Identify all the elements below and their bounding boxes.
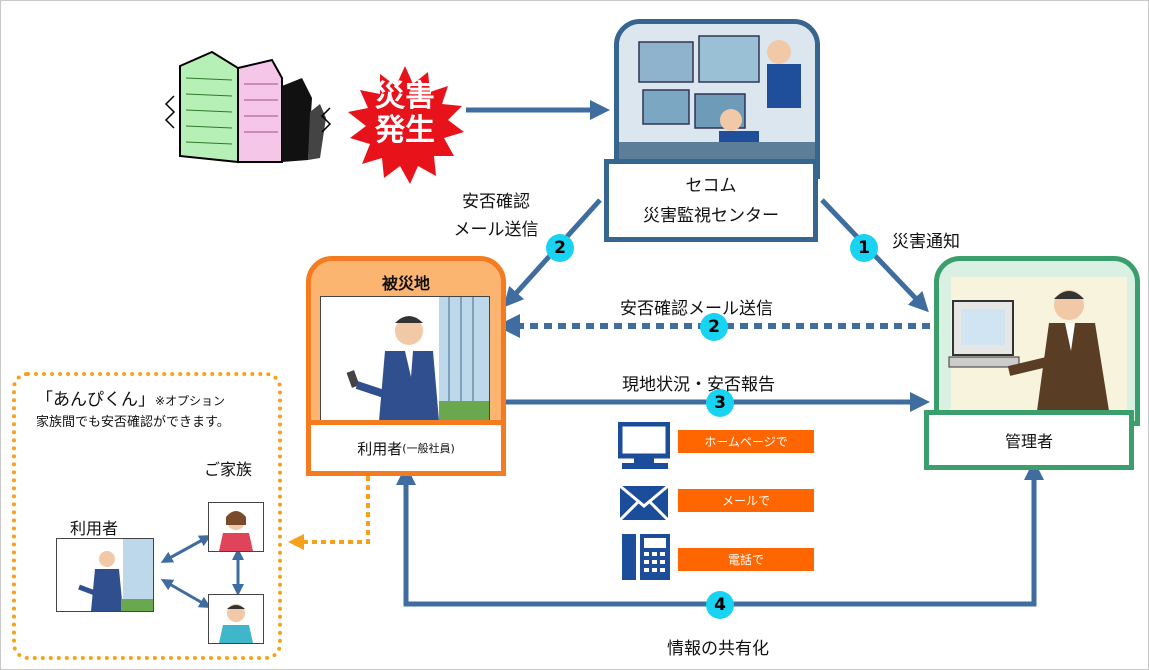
channel-web-label: ホームページで [678,430,814,453]
channel-phone-label: 電話で [678,548,814,571]
buildings-illustration [164,50,332,164]
step-4-badge: 4 [706,591,734,619]
affected-user-photo [320,296,490,422]
step-2-badge-mid: 2 [700,313,728,341]
arrow-user-to-family2 [160,579,212,608]
affected-user-illustration [346,297,489,421]
monitoring-center-box: セコム 災害監視センター [604,159,818,242]
monitoring-room-illustration [619,24,815,174]
share-label: 情報の共有化 [667,639,769,659]
admin-illustration [948,277,1127,415]
step-3-badge: 3 [706,389,734,417]
arrow-user-to-family1 [160,535,212,563]
mail-send-left-label: 安否確認 メール送信 [446,188,546,244]
center-name-line2: 災害監視センター [643,205,779,226]
center-name-line1: セコム [685,175,737,196]
disaster-badge-line2: 発生 [375,113,435,148]
mail-send-left-line2: メール送信 [453,220,539,240]
channel-mail-label: メールで [678,489,814,512]
option-title-note: ※オプション [155,394,226,408]
disaster-badge-line1: 災害 [375,79,435,114]
monitoring-center-photo [614,19,820,179]
option-user-label: 利用者 [70,519,119,538]
disaster-notice-label: 災害通知 [892,232,960,252]
option-family-label: ご家族 [204,460,253,479]
disaster-badge-text: 災害 発生 [358,80,452,148]
family-member-1-photo [208,502,264,552]
affected-user-caption: 利用者(一般社員) [306,420,506,476]
family-member-2-illustration [219,604,253,643]
report-label: 現地状況・安否報告 [622,375,775,395]
option-title-main: 「あんぴくん」 [36,390,155,410]
admin-caption: 管理者 [1004,432,1053,451]
affected-user-caption-sub: (一般社員) [402,442,455,455]
affected-area-header: 被災地 [381,274,430,293]
affected-user-caption-main: 利用者 [357,439,403,458]
disaster-burst-icon [348,66,464,184]
mail-icon [618,484,670,522]
option-subtitle: 家族間でも安否確認ができます。 [36,415,230,430]
option-user-illustration [78,539,153,611]
step-2-badge: 2 [546,234,574,262]
arrow-to-option-box [288,476,370,550]
admin-panel [934,256,1140,426]
phone-icon [622,534,670,580]
computer-icon [618,422,670,469]
option-title: 「あんぴくん」※オプション [36,385,225,410]
mail-send-mid-label: 安否確認メール送信 [620,299,773,319]
mail-send-left-line1: 安否確認 [462,192,530,212]
admin-caption-box: 管理者 [924,410,1134,470]
family-member-1-illustration [219,511,253,551]
family-member-2-photo [208,594,264,644]
option-user-photo [56,538,154,612]
step-1-badge: 1 [850,234,878,262]
option-box [12,372,282,660]
